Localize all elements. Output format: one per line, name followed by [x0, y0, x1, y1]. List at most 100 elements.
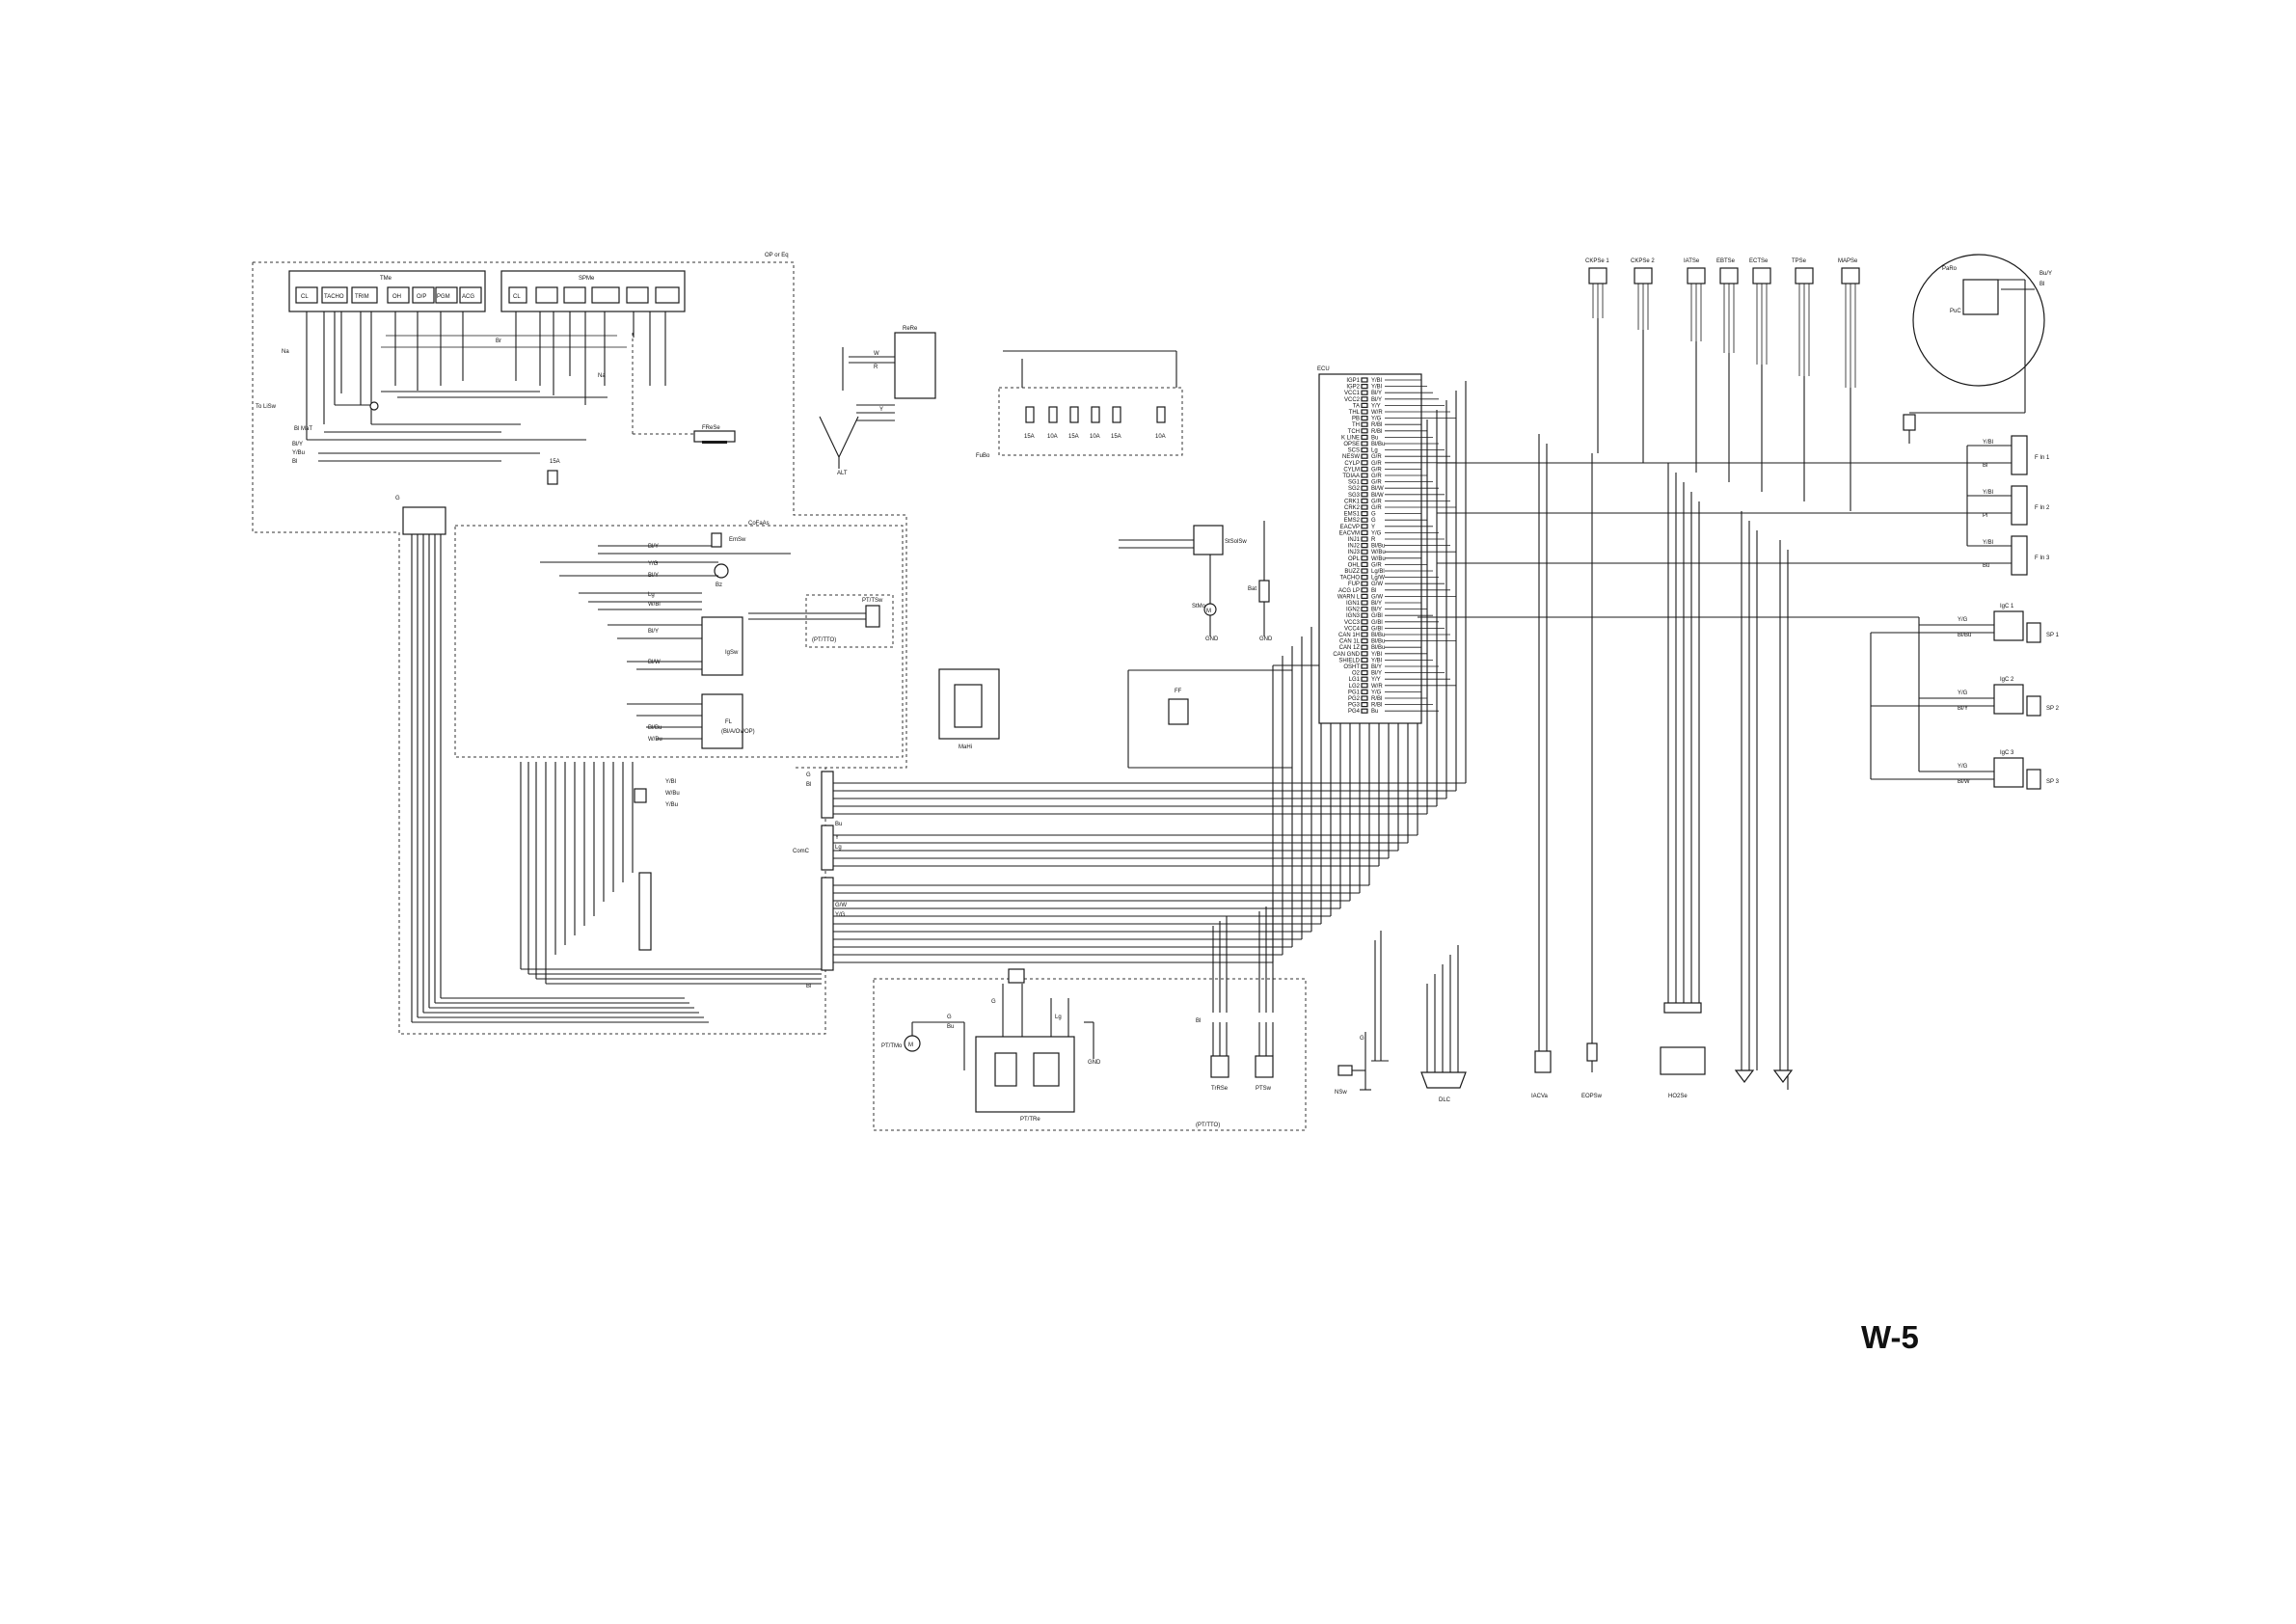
sensor-label: CKPSe 1 [1585, 258, 1609, 264]
ecu-pin-wire: Y/Y [1371, 403, 1381, 409]
ecu-pin-wire: Y/Y [1371, 677, 1381, 683]
ecu-pin-wire: Bl/Y [1371, 391, 1382, 396]
tme-terminal-acg: ACG [462, 294, 474, 300]
speedometer: SPMe CL [500, 270, 686, 312]
ecu-pin-wire: G/R [1371, 474, 1382, 479]
ecu-pin-terminal [1361, 581, 1368, 586]
iacva: IACVa [1531, 434, 1552, 1099]
cofa-wire-2: Y/G [648, 561, 659, 567]
tme-terminal-tacho: TACHO [324, 294, 344, 300]
ecu-pin-terminal [1361, 701, 1368, 708]
gnd-label-2: GND [1259, 636, 1273, 642]
ecu-pin-label: LG1 [1349, 677, 1361, 683]
cofa-wire-6: Bl/Y [648, 629, 659, 635]
ecu-pin-terminal [1361, 612, 1368, 618]
igc-label: IgC 3 [2000, 750, 2014, 756]
ecu-pin-label: TACHO [1339, 576, 1360, 582]
comc-bottom-label: Bl [806, 984, 811, 989]
ecu-pin-wire: Y [1371, 525, 1375, 530]
ecu-pin-wire: Bl/W [1371, 486, 1384, 492]
injector-wire-a: Y/Bl [1983, 490, 1993, 496]
ecu-pin-wire: R/Bl [1371, 422, 1382, 428]
dlc-label: DLC [1439, 1097, 1451, 1103]
comc-br-label: Bu [835, 822, 842, 827]
cofa-wire-1: Bl/Y [648, 544, 659, 550]
comc-wire-g: G [806, 772, 811, 778]
injector-label: F In 1 [2035, 455, 2050, 461]
igc-wire-a: Y/G [1958, 617, 1968, 623]
ecu-pin-wire: R/Bl [1371, 703, 1382, 709]
fuse-1: 15A [1024, 434, 1035, 440]
igsw-label: IgSw [725, 650, 739, 656]
igc-wire-a: Y/G [1958, 764, 1968, 770]
ecu-pin-label: IGP1 [1346, 378, 1360, 384]
cofa-wire-8: Bl/Bu [648, 725, 662, 731]
ecu-pin-wire: G/R [1371, 467, 1382, 473]
cofa-wire-7: Bl/W [648, 660, 661, 665]
igc-body [1993, 610, 2024, 641]
bi-mat-label: Bl MaT [294, 426, 312, 432]
sensor-label: MAPSe [1838, 258, 1858, 264]
ecu-pin-label: SG2 [1348, 486, 1361, 492]
trase-wire-bl: Bl [1196, 1018, 1201, 1024]
igc-wire-a: Y/G [1958, 690, 1968, 696]
ecu-pin-wire: Y/G [1371, 417, 1382, 422]
ecu-pin-label: INJ1 [1348, 537, 1361, 543]
cofaas-region: CoFaAs EmSw Bz IgSw FL (Bl/A/Ov/OP) Bl/Y… [454, 521, 904, 758]
ecu-pin-label: O2 [1352, 671, 1361, 677]
page-number: W-5 [1861, 1319, 1919, 1355]
ecu-pin-terminal [1361, 453, 1368, 459]
tme-terminal-pgm: PGM [437, 294, 450, 300]
comc-label: ComC [793, 849, 810, 854]
starter-motor-symbol: M [1206, 609, 1211, 614]
pttmo-motor-symbol: M [908, 1042, 913, 1048]
ecu-pin-label: OHL [1348, 562, 1361, 568]
ecu-pin-label: SHIELD [1338, 658, 1360, 663]
ho2se-label: HO2Se [1668, 1094, 1688, 1099]
ecu-pin-label: WARN L [1337, 594, 1361, 600]
connector-g-left: G [395, 496, 446, 535]
ecu-pin-label: PG4 [1348, 709, 1361, 715]
tme-terminal-op: O/P [417, 294, 426, 300]
ecu-pin-wire: W/Bu [1371, 550, 1386, 555]
injector-wire-a: Y/Bl [1983, 440, 1993, 446]
sensor-label: ECTSe [1749, 258, 1769, 264]
cofa-wire-9: W/Bu [648, 737, 662, 743]
na-label-2: Na [598, 373, 606, 379]
junction-connectors: Y/Bl W/Bu Y/Bu [634, 779, 680, 951]
ecu-pin-label: INJ3 [1348, 550, 1361, 555]
ecu-pin-wire: Bl/Bu [1371, 639, 1385, 645]
alt-label: ALT [837, 471, 848, 476]
bat-label: Bat [1248, 586, 1256, 592]
ecu-label: ECU [1317, 366, 1330, 372]
ecu-pin-label: PB [1352, 417, 1360, 422]
pttsw-sub-label: (PT/TTO) [812, 637, 836, 643]
jc-wire-3: Y/Bu [665, 802, 678, 808]
ecu-pin-terminal [1361, 384, 1368, 390]
fuse-6: 10A [1155, 434, 1166, 440]
left-harness [411, 534, 822, 1023]
eopsw: EOPSw [1581, 453, 1603, 1099]
ecu-pin-wire: Y/Bl [1371, 658, 1382, 663]
bottom-right-grounds [1734, 511, 1794, 1090]
ecu-pin-wire: G/W [1371, 594, 1383, 600]
fuse-3: 15A [1068, 434, 1079, 440]
igc-label: IgC 2 [2000, 677, 2014, 683]
cofa-wire-4: Lg [648, 592, 655, 598]
ecu-pin-terminal [1361, 549, 1368, 555]
igc-label: IgC 1 [2000, 604, 2014, 609]
injector-wire-b: Bu [1983, 563, 1989, 569]
ecu-pin-label: THL [1349, 410, 1361, 416]
ecu-pin-wire: G/R [1371, 461, 1382, 467]
gnd-label-1: GND [1205, 636, 1219, 642]
ecu-pin-wire: Lg/W [1371, 576, 1385, 582]
ecu-pin-terminal [1361, 416, 1368, 421]
ecu-pin-terminal [1361, 390, 1368, 395]
ecu-pin-label: OPSE [1343, 442, 1360, 447]
ecu-pin-wire: W/Bu [1371, 556, 1386, 562]
ecu-pin-wire: Y/G [1371, 530, 1382, 536]
comc-wire-gw: G/W [835, 903, 847, 908]
ecu-pin-label: PG2 [1348, 696, 1361, 702]
